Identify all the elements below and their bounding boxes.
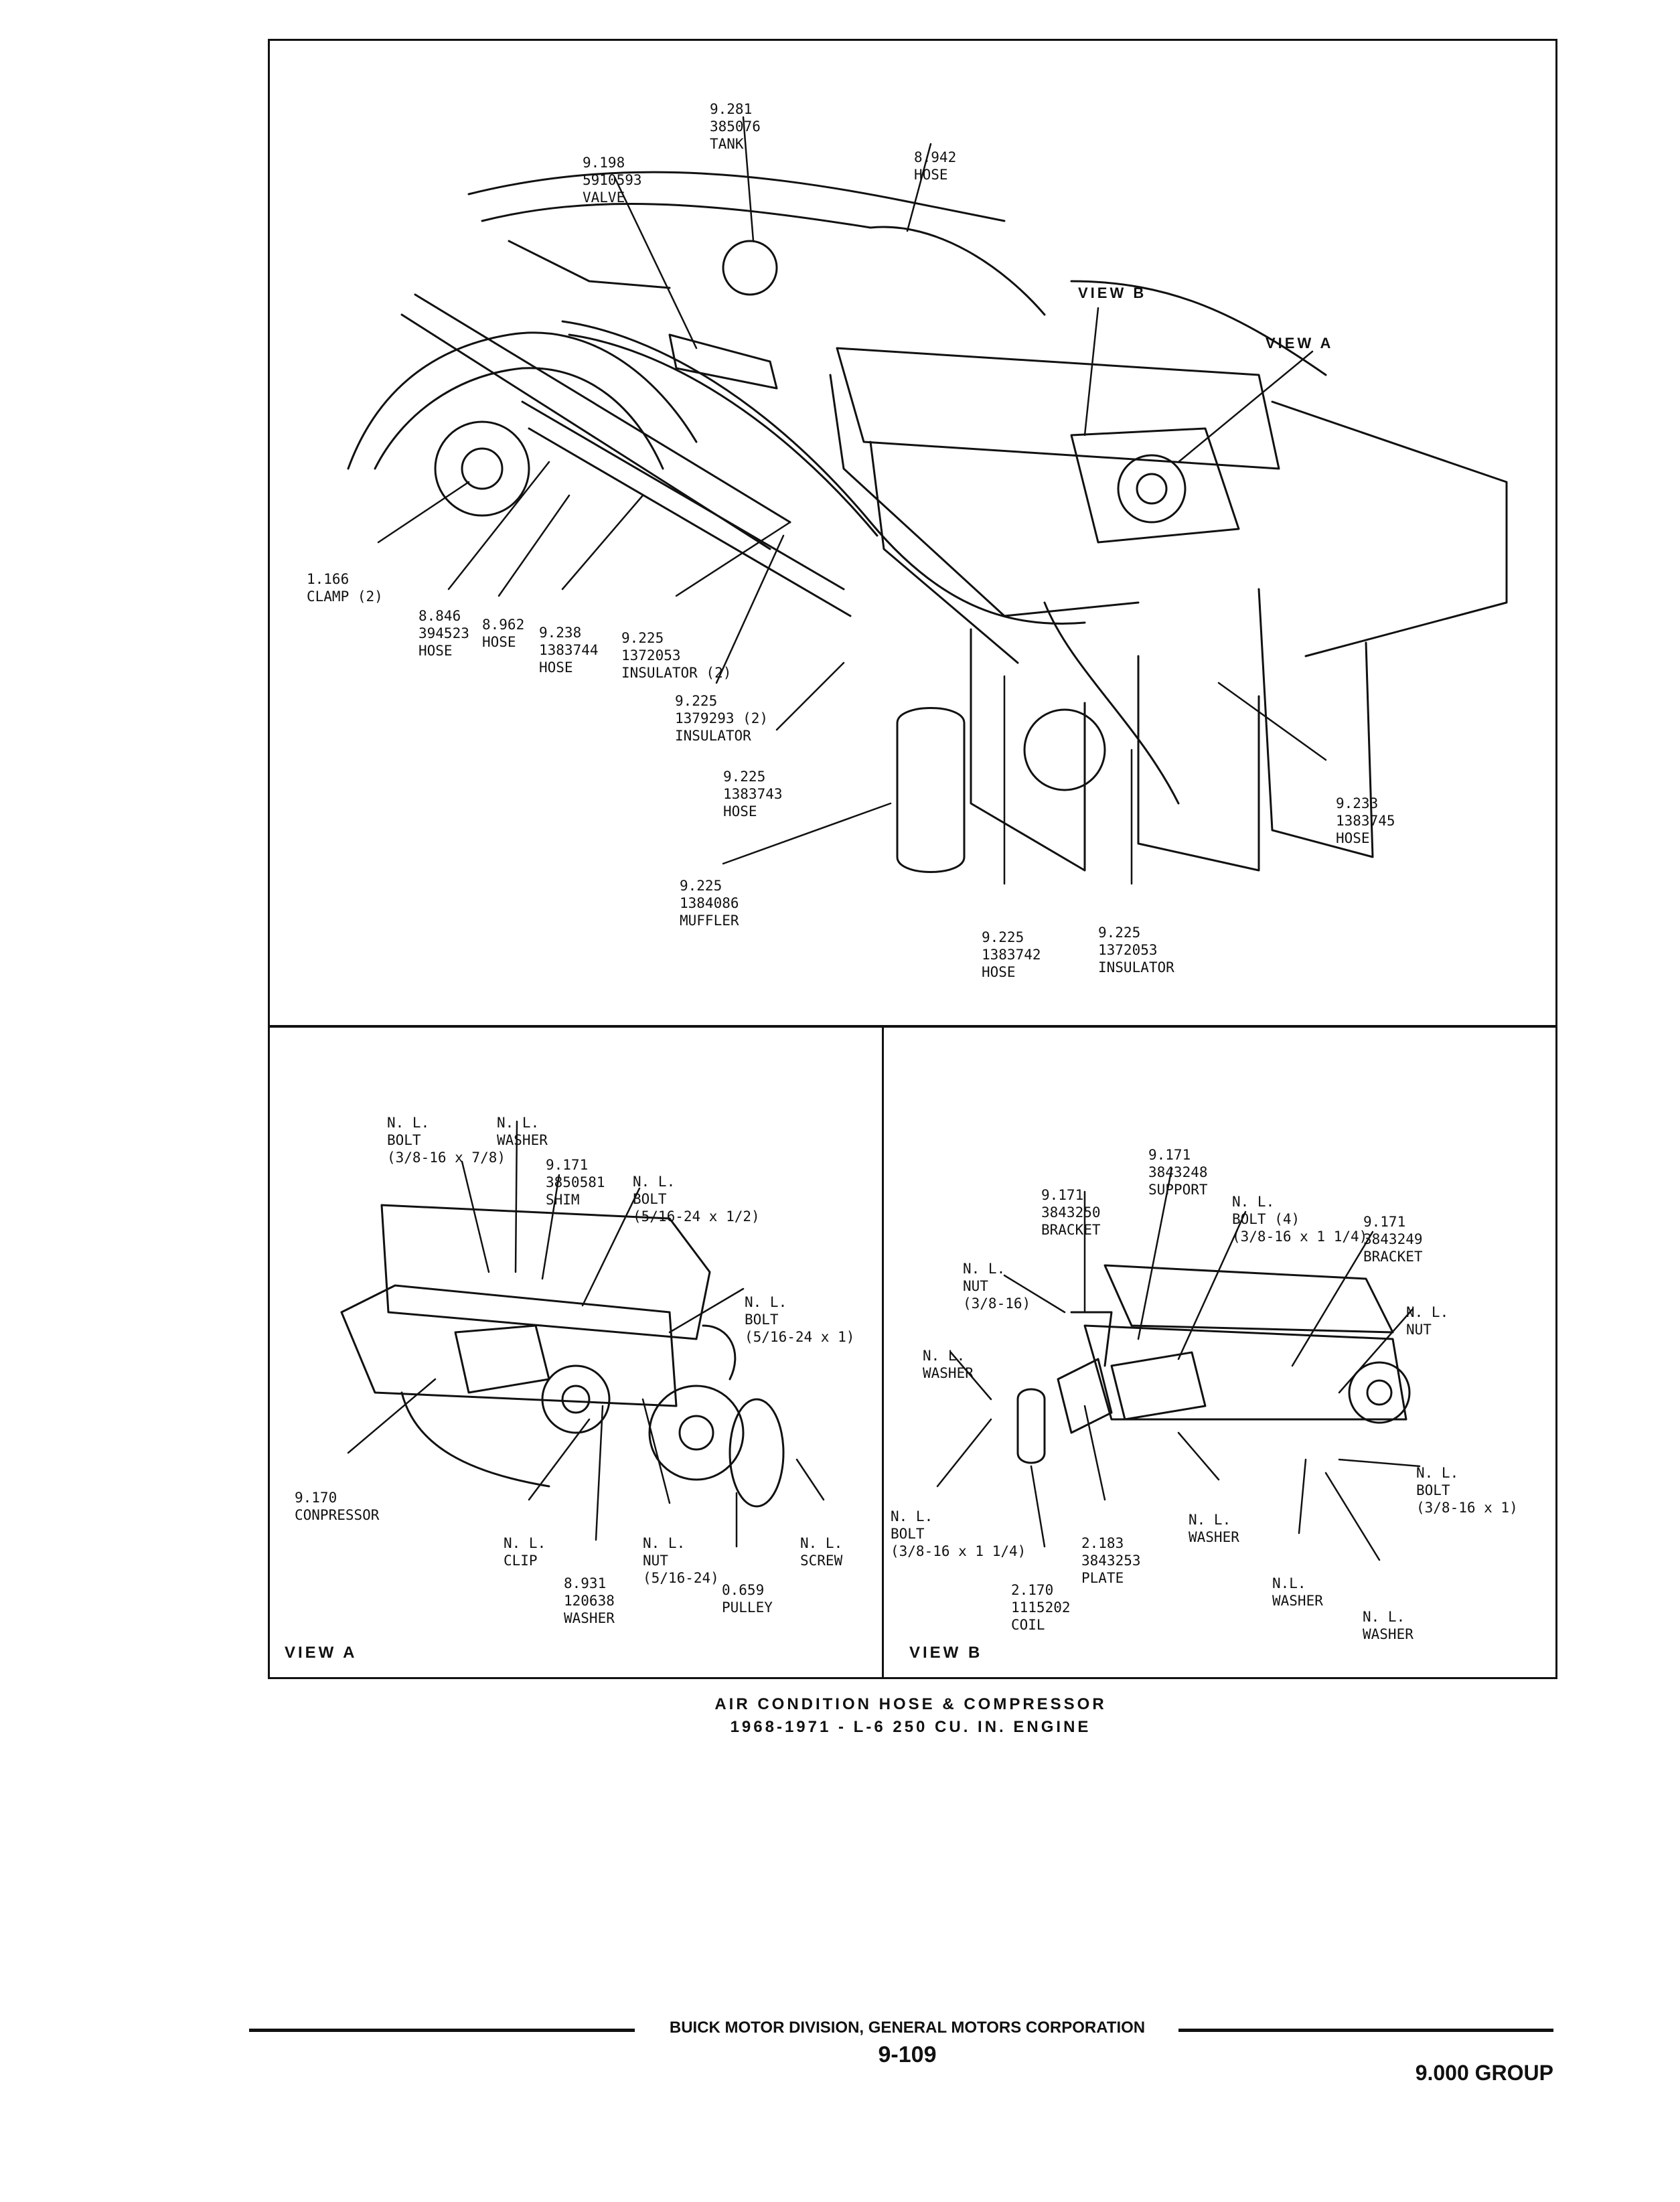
label-b-nut-38: N. L.NUT(3/8-16) — [963, 1261, 1031, 1312]
figure-caption-line-1: AIR CONDITION HOSE & COMPRESSOR — [714, 1695, 1107, 1713]
view-a-reference: VIEW A — [1266, 335, 1334, 351]
label-a-washer: N. L.WASHER — [497, 1115, 548, 1148]
label-b-bolt-r: N. L.BOLT(3/8-16 x 1) — [1416, 1465, 1518, 1516]
view-a-title: VIEW A — [285, 1644, 358, 1662]
label-b-nut-r: N. L.NUT — [1406, 1304, 1449, 1338]
label-b-washer-l: N. L.WASHER — [923, 1348, 974, 1381]
view-b-engine-drawing — [1016, 1264, 1411, 1464]
label-a-bolt-516-12: N. L.BOLT(5/16-24 x 1/2) — [633, 1174, 760, 1225]
footer-rule-right — [1178, 2029, 1553, 2032]
label-b-washer-nl: N.L.WASHER — [1272, 1575, 1323, 1609]
view-b-leader-lines — [936, 1167, 1421, 1561]
view-b-frame — [882, 1026, 1557, 1679]
footer-rule-left — [249, 2029, 635, 2032]
view-a-leader-lines — [347, 1120, 825, 1548]
label-a-bolt-516-1: N. L.BOLT(5/16-24 x 1) — [745, 1294, 855, 1345]
main-engine-drawing — [347, 171, 1508, 873]
label-b-bolt-l: N. L.BOLT(3/8-16 x 1 1/4) — [891, 1508, 1026, 1559]
footer-division: BUICK MOTOR DIVISION, GENERAL MOTORS COR… — [669, 2019, 1146, 2037]
label-b-washer-b: N. L.WASHER — [1363, 1609, 1414, 1642]
main-leader-lines — [377, 116, 1327, 885]
label-a-screw: N. L.SCREW — [800, 1535, 843, 1569]
view-b-reference: VIEW B — [1078, 285, 1147, 301]
view-b-title: VIEW B — [909, 1644, 983, 1662]
label-b-bolt4: N. L.BOLT (4)(3/8-16 x 1 1/4) — [1232, 1194, 1368, 1245]
label-a-bolt-38: N. L.BOLT(3/8-16 x 7/8) — [387, 1115, 506, 1166]
label-a-clip: N. L.CLIP — [504, 1535, 546, 1569]
view-a-engine-drawing — [340, 1204, 785, 1508]
label-a-nut: N. L.NUT(5/16-24) — [643, 1535, 719, 1586]
footer-group: 9.000 GROUP — [1415, 2061, 1553, 2085]
figure-caption-line-2: 1968-1971 - L-6 250 CU. IN. ENGINE — [730, 1718, 1091, 1736]
label-b-washer-m: N. L.WASHER — [1189, 1512, 1239, 1545]
footer-page-number: 9-109 — [878, 2042, 937, 2067]
